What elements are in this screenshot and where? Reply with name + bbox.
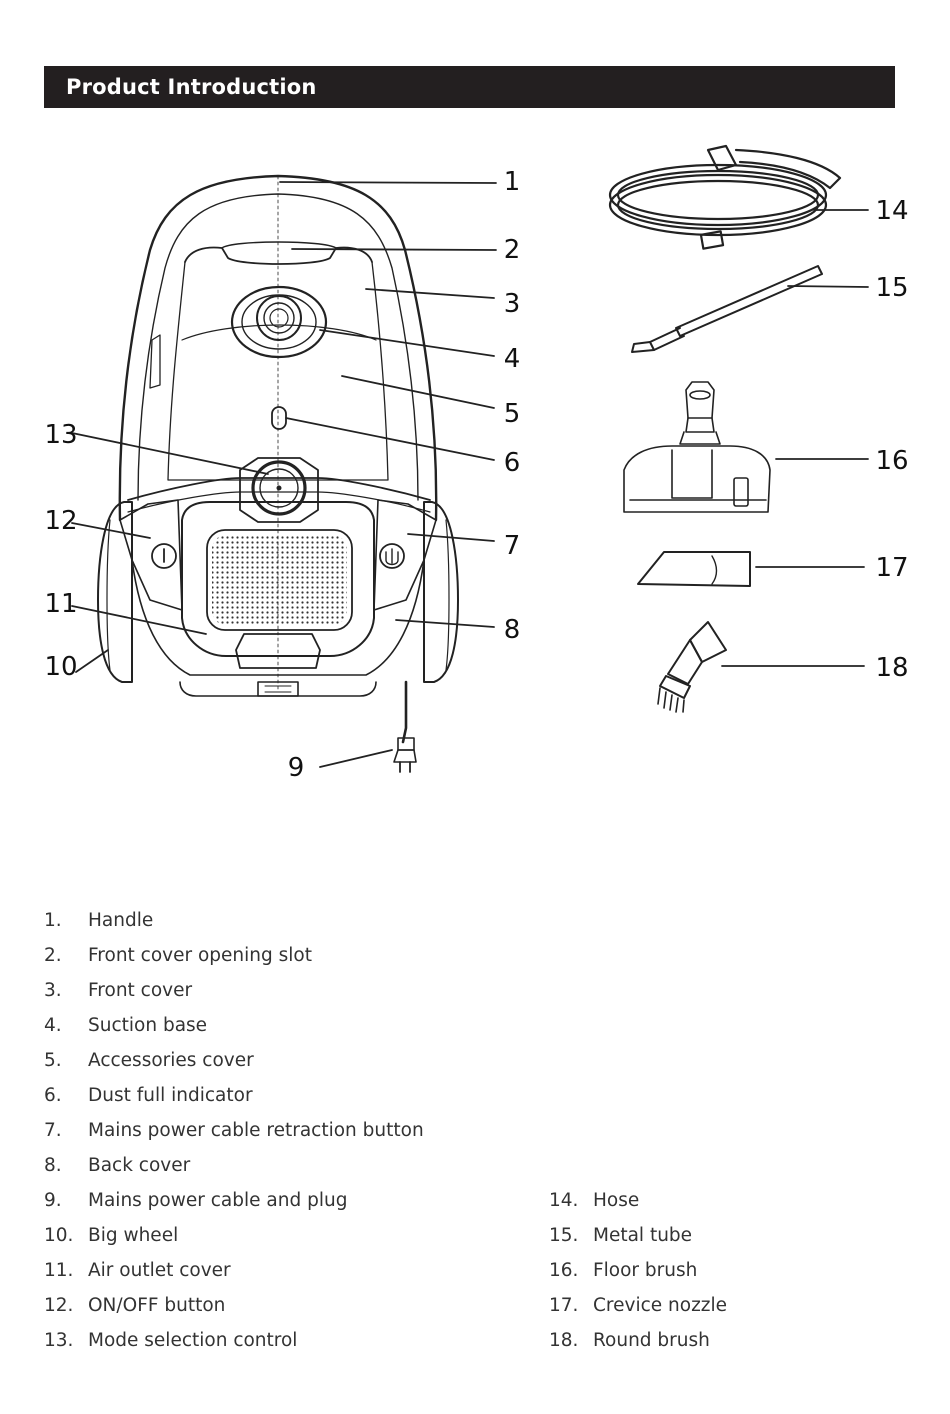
list-item-number: 3. xyxy=(44,980,62,1001)
list-item-label: Mains power cable retraction button xyxy=(88,1120,424,1141)
list-item-label: Back cover xyxy=(88,1155,191,1176)
callout-13: 13 xyxy=(44,420,77,450)
list-item-label: Handle xyxy=(88,910,154,931)
section-header-bar: Product Introduction xyxy=(44,66,895,108)
callout-14: 14 xyxy=(875,196,908,226)
list-item-number: 4. xyxy=(44,1015,62,1036)
big-wheel-left xyxy=(97,501,133,683)
list-item-number: 14. xyxy=(549,1190,579,1211)
list-item-number: 12. xyxy=(44,1295,74,1316)
parts-list-right: 14. Hose 15. Metal tube 16. Floor brush 17.… xyxy=(549,1190,909,1370)
section-title: Product Introduction xyxy=(66,75,317,99)
list-item-label: ON/OFF button xyxy=(88,1295,226,1316)
callout-15: 15 xyxy=(875,273,908,303)
callout-18: 18 xyxy=(875,653,908,683)
list-item-label: Suction base xyxy=(88,1015,208,1036)
callout-3: 3 xyxy=(504,289,521,319)
callout-10: 10 xyxy=(44,652,77,682)
leader-lines xyxy=(71,181,869,768)
callout-2: 2 xyxy=(504,235,521,265)
list-item-label: Dust full indicator xyxy=(88,1085,253,1106)
list-item-label: Big wheel xyxy=(88,1225,179,1246)
mode-knob xyxy=(251,460,307,516)
callout-9: 9 xyxy=(288,753,305,783)
list-item-label: Front cover opening slot xyxy=(88,945,312,966)
air-outlet-cover xyxy=(181,501,375,657)
list-item-number: 11. xyxy=(44,1260,74,1281)
list-item-label: Floor brush xyxy=(593,1260,698,1281)
vacuum-front-cover xyxy=(167,261,389,481)
list-item-number: 8. xyxy=(44,1155,62,1176)
power-plug xyxy=(393,749,417,763)
list-item-number: 17. xyxy=(549,1295,579,1316)
callout-5: 5 xyxy=(504,399,521,429)
list-item-number: 9. xyxy=(44,1190,62,1211)
power-cable xyxy=(401,680,408,744)
list-item-number: 16. xyxy=(549,1260,579,1281)
cable-retraction-button xyxy=(379,543,405,569)
list-item-number: 6. xyxy=(44,1085,62,1106)
callout-7: 7 xyxy=(504,531,521,561)
callout-8: 8 xyxy=(504,615,521,645)
dust-indicator xyxy=(271,406,287,430)
round-brush xyxy=(657,621,727,713)
floor-brush xyxy=(623,381,771,513)
callout-17: 17 xyxy=(875,553,908,583)
list-item-label: Air outlet cover xyxy=(88,1260,231,1281)
list-item-number: 5. xyxy=(44,1050,62,1071)
list-item-number: 13. xyxy=(44,1330,74,1351)
metal-tube xyxy=(631,265,823,353)
air-outlet-grille xyxy=(212,535,347,625)
list-item-label: Front cover xyxy=(88,980,193,1001)
list-item-number: 7. xyxy=(44,1120,62,1141)
list-item-number: 10. xyxy=(44,1225,74,1246)
callout-11: 11 xyxy=(44,589,77,619)
list-item-number: 18. xyxy=(549,1330,579,1351)
list-item-label: Accessories cover xyxy=(88,1050,254,1071)
callout-6: 6 xyxy=(504,448,521,478)
callout-12: 12 xyxy=(44,506,77,536)
list-item-number: 1. xyxy=(44,910,62,931)
list-item-label: Round brush xyxy=(593,1330,710,1351)
list-item-label: Mode selection control xyxy=(88,1330,298,1351)
onoff-button xyxy=(151,543,177,569)
crevice-nozzle xyxy=(637,551,751,587)
callout-16: 16 xyxy=(875,446,908,476)
hose xyxy=(608,144,842,250)
big-wheel-right xyxy=(423,501,459,683)
list-item-label: Hose xyxy=(593,1190,640,1211)
suction-base xyxy=(230,285,328,359)
product-diagram: 1 2 3 4 5 6 7 8 9 10 11 12 13 14 15 16 1… xyxy=(44,144,909,783)
list-item-number: 15. xyxy=(549,1225,579,1246)
list-item-label: Mains power cable and plug xyxy=(88,1190,348,1211)
parts-list-left: 1. Handle 2. Front cover opening slot 3. Fr… xyxy=(44,910,504,1370)
list-item-label: Crevice nozzle xyxy=(593,1295,728,1316)
callout-4: 4 xyxy=(504,344,521,374)
callout-1: 1 xyxy=(504,167,521,197)
list-item-number: 2. xyxy=(44,945,62,966)
list-item-label: Metal tube xyxy=(593,1225,693,1246)
